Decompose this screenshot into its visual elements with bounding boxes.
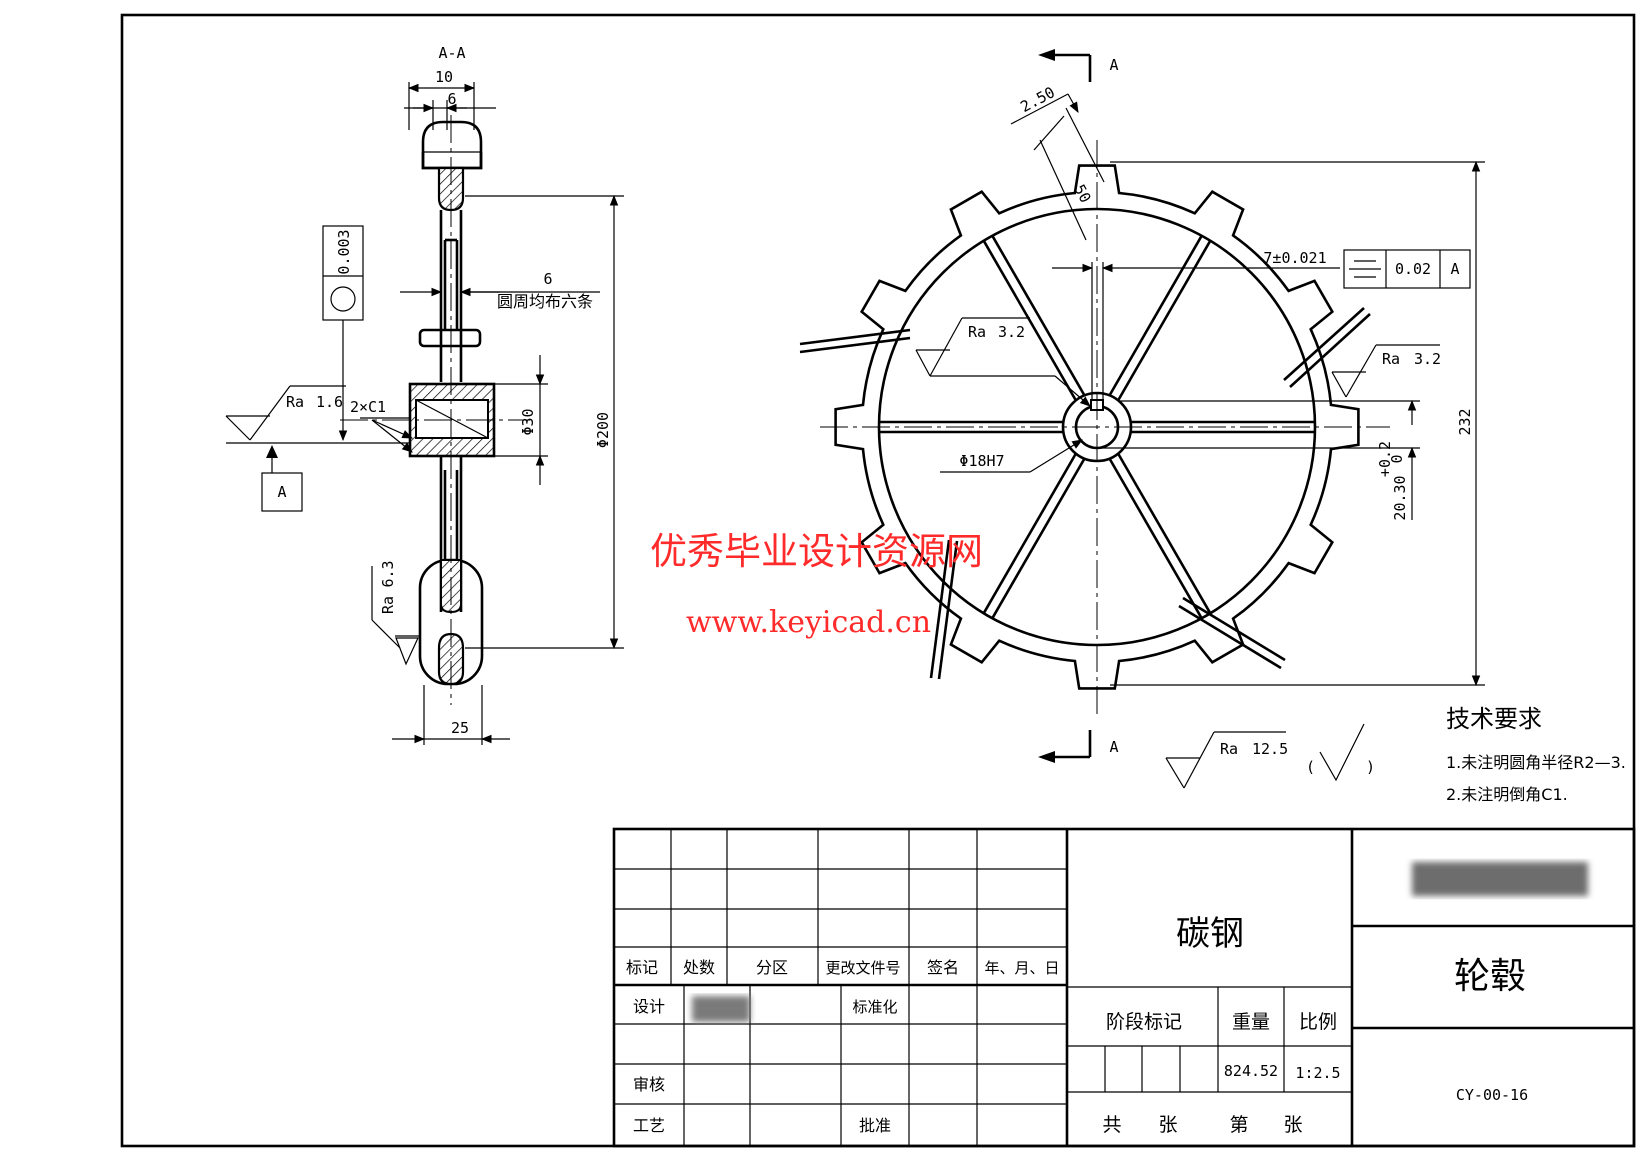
tb-scale-label: 比例 <box>1299 1011 1337 1033</box>
watermark-title: 优秀毕业设计资源网 <box>650 530 983 573</box>
spoke-edge <box>1117 240 1212 401</box>
tb-weight-label: 重量 <box>1232 1011 1270 1033</box>
tb-material: 碳钢 <box>1176 914 1244 954</box>
dim-keyway: 7±0.021 <box>1263 249 1326 267</box>
datum-label: A <box>277 483 286 501</box>
section-mark-top: A <box>1109 56 1118 74</box>
dim-keyway-depth-tol-upper: +0.2 <box>1376 441 1394 477</box>
tolerance-symmetry-value: 0.02 <box>1395 260 1431 278</box>
tb-sheet-no-label: 第 <box>1229 1114 1248 1136</box>
roughness-right-value: 3.2 <box>1414 350 1441 368</box>
general-roughness-value: 12.5 <box>1252 740 1288 758</box>
tb-design-label: 设计 <box>633 997 665 1016</box>
technical-requirements: 技术要求 1.未注明圆角半径R2—3. 2.未注明倒角C1. <box>1446 705 1626 804</box>
tb-review-label: 审核 <box>633 1075 665 1094</box>
dim-bore: Φ18H7 <box>959 452 1004 470</box>
tech-req-title: 技术要求 <box>1446 705 1542 733</box>
dim-hub-diameter: Φ30 <box>519 408 537 435</box>
wheel-spokes <box>879 235 1315 619</box>
roughness-rim: Ra 6.3 <box>371 560 420 666</box>
datum-box <box>261 472 303 512</box>
section-label: A-A <box>438 44 465 62</box>
tb-header-count: 处数 <box>683 958 715 977</box>
roughness-hub-label: Ra <box>286 393 304 411</box>
spoke-edge <box>982 453 1077 614</box>
tb-company-name <box>1412 862 1588 896</box>
tb-sheet-total-label: 共 <box>1102 1114 1121 1136</box>
dim-width-inner: 6 <box>447 90 456 108</box>
tb-part-name: 轮毂 <box>1454 956 1526 997</box>
section-mark-bottom: A <box>1109 738 1118 756</box>
spoke-edge <box>1108 235 1203 396</box>
roughness-right-label: Ra <box>1382 350 1400 368</box>
spoke-edge <box>982 240 1077 401</box>
tb-sheet-unit-1: 张 <box>1158 1114 1177 1136</box>
dim-tooth-height: 50 <box>1070 181 1094 205</box>
tb-header-change-doc: 更改文件号 <box>825 959 900 977</box>
dim-tooth-width: 2.50 <box>1017 83 1057 116</box>
general-roughness-open: ( <box>1306 758 1315 776</box>
spoke-edge <box>1117 453 1212 614</box>
tb-header-zone: 分区 <box>756 958 788 977</box>
tech-req-item: 1.未注明圆角半径R2—3. <box>1446 753 1626 772</box>
tb-scale-value: 1:2.5 <box>1295 1064 1340 1082</box>
tb-weight-value: 824.52 <box>1224 1062 1278 1080</box>
section-view: A-A 10 6 <box>225 44 624 745</box>
dim-total-diameter: Φ200 <box>594 412 612 448</box>
roughness-right: Ra 3.2 <box>1331 344 1441 398</box>
tb-designer-signature <box>692 996 750 1022</box>
dim-keyway-depth-tol-lower: 0 <box>1388 454 1406 463</box>
tb-approve-label: 批准 <box>859 1116 891 1135</box>
roughness-hub: Ra 1.6 <box>225 385 410 444</box>
title-block: 标记 处数 分区 更改文件号 签名 年、月、日 设计 标准化 审核 工艺 批准 … <box>612 827 1636 1148</box>
dim-overall: 232 <box>1456 408 1474 435</box>
spoke-edge <box>991 458 1086 619</box>
note-rib-count: 圆周均布六条 <box>497 292 593 311</box>
tech-req-item: 2.未注明倒角C1. <box>1446 785 1568 804</box>
tolerance-symmetry: 0.02 A <box>1343 249 1471 289</box>
dim-chamfer: 2×C1 <box>350 398 386 416</box>
roughness-left-value: 3.2 <box>998 323 1025 341</box>
roughness-hub-value: 1.6 <box>316 393 343 411</box>
tolerance-symmetry-datum: A <box>1450 260 1459 278</box>
general-roughness-label: Ra <box>1220 740 1238 758</box>
front-view: A A 2.50 50 <box>799 49 1485 763</box>
tb-header-signature: 签名 <box>927 958 959 977</box>
dim-rib-count: 6 <box>543 270 552 288</box>
tb-standardization-label: 标准化 <box>852 998 897 1016</box>
tb-stage-label: 阶段标记 <box>1106 1011 1182 1033</box>
roughness-rim-label: Ra <box>379 596 397 614</box>
spoke-edge <box>991 235 1086 396</box>
roughness-left: Ra 3.2 <box>915 317 1091 407</box>
tb-drawing-number: CY-00-16 <box>1456 1086 1528 1104</box>
tolerance-circularity-value: 0.003 <box>335 229 353 274</box>
dim-keyway-depth: 20.30 <box>1391 475 1409 520</box>
spoke-edge <box>1108 458 1203 619</box>
tb-process-label: 工艺 <box>633 1116 665 1135</box>
dim-rim-width: 25 <box>451 719 469 737</box>
general-roughness: Ra 12.5 ( ) <box>1165 723 1375 789</box>
wheel-outer-rim <box>834 164 1360 690</box>
dim-width-outer: 10 <box>435 68 453 86</box>
tb-header-mark: 标记 <box>626 958 658 977</box>
tolerance-circularity: 0.003 <box>322 225 364 442</box>
roughness-left-label: Ra <box>968 323 986 341</box>
tb-header-date: 年、月、日 <box>984 959 1059 977</box>
watermark-url: www.keyicad.cn <box>686 605 931 640</box>
roughness-rim-value: 6.3 <box>379 560 397 587</box>
tb-sheet-unit-2: 张 <box>1283 1114 1302 1136</box>
general-roughness-close: ) <box>1366 758 1375 776</box>
